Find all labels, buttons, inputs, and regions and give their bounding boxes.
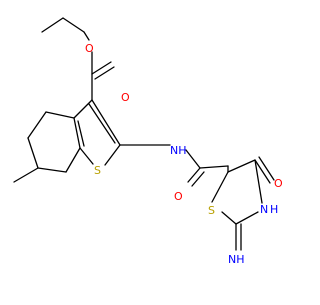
bond-c6-c7	[37, 167, 67, 173]
bond-c6-methyl	[13, 167, 39, 183]
atom-o-ester-link: O	[85, 42, 94, 55]
bond-c5-c4	[227, 159, 256, 173]
bond-c4-o-2	[258, 156, 275, 181]
bond-c4-n3	[254, 159, 263, 204]
atom-o-amide: O	[174, 190, 183, 203]
bond-c7a-c3a-double	[77, 120, 85, 147]
bond-s-c2	[104, 144, 121, 166]
bond-c4-c5	[27, 111, 47, 139]
bond-co-o-1	[187, 167, 201, 183]
bond-c5-c6	[27, 137, 39, 169]
bond-ch2-o-ester	[83, 31, 90, 41]
bond-c2-c3	[91, 99, 121, 146]
atom-o-thiazolidinone: O	[274, 177, 283, 190]
bond-c7a-s	[79, 147, 94, 165]
bond-carbonyl-c-to-o-1	[91, 61, 112, 75]
bond-nh-co	[185, 149, 201, 169]
molecule-structure: O O NH O S S O N H NH	[13, 17, 283, 266]
bond-co-ch2	[199, 165, 229, 169]
bond-ch3-ch2	[41, 17, 64, 33]
bond-c2-s1	[221, 211, 237, 225]
bond-carbonyl-c-to-o-2	[94, 66, 115, 80]
molecule-canvas: O O NH O S S O N H NH	[13, 17, 283, 266]
bond-c7-c7a	[65, 147, 81, 173]
atom-s-thiazolidine: S	[208, 204, 215, 217]
atom-nh-amide: NH	[170, 144, 187, 157]
bond-co-o-2	[191, 171, 205, 187]
atom-nh-imino: NH	[228, 253, 245, 266]
bond-n3-c2	[235, 211, 259, 225]
bond-s1-c5	[211, 171, 229, 203]
bond-c2-c3-double	[88, 103, 116, 144]
bond-c3-c3a	[73, 99, 93, 119]
atom-s-thiophene: S	[94, 164, 101, 177]
atom-n-ring: N	[260, 203, 268, 216]
bond-ch2-o	[62, 17, 85, 33]
bond-c7a-c3a	[73, 117, 81, 149]
atom-h-ring: H	[270, 203, 278, 216]
atom-o-carbonyl-ester: O	[121, 91, 130, 104]
bond-c4-o-1	[254, 159, 271, 184]
bond-c3a-c4	[45, 111, 75, 119]
